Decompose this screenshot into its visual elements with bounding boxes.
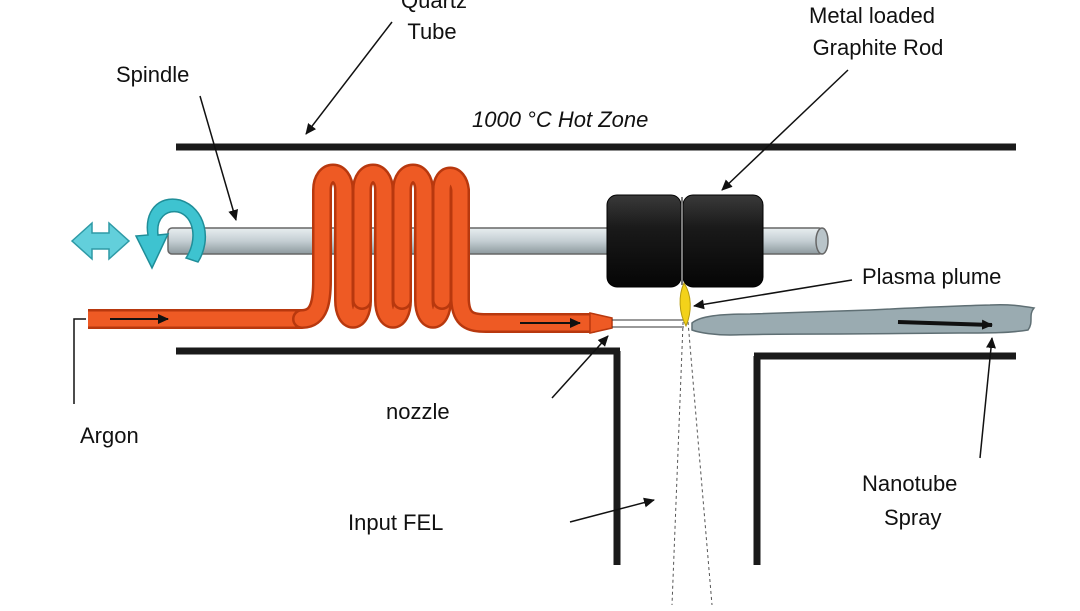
nozzle-label: nozzle [386,399,450,424]
nanotube-label-line1: Nanotube [862,471,957,496]
graphite-block-left [606,194,682,288]
nozzle-pointer [551,335,609,399]
plasma-plume [679,281,691,328]
graphite-block-right [682,194,764,288]
plume-pointer [693,279,853,310]
nanotube-spray [691,304,1036,336]
quartz-pointer [305,21,393,135]
fel-beam-right-edge [685,297,713,606]
graphite-label-line1: Metal loaded [809,3,935,28]
spray-flow-arrow [897,319,993,330]
argon-pointer [73,318,86,404]
argon-label: Argon [80,423,139,448]
plasma-plume-label: Plasma plume [862,264,1001,289]
pointer-lines [73,21,996,523]
double-arrow-icon [70,221,131,261]
fel-pointer [569,497,655,523]
quartz-tube [176,143,1016,565]
spindle-pointer [199,95,239,221]
hot-zone-label: 1000 °C Hot Zone [472,107,648,132]
input-fel-label: Input FEL [348,510,443,535]
graphite-rod [606,194,764,288]
spray-pointer [979,337,996,459]
nanotube-label-line2: Spray [884,505,941,530]
quartz-label-line2: Tube [407,19,456,44]
graphite-pointer [721,69,849,191]
fel-beam [671,297,713,606]
spindle-label: Spindle [116,62,189,87]
fel-beam-left-edge [671,297,685,606]
quartz-label-line1: Quartz [401,0,467,13]
rotation-arrow-icon [134,198,206,270]
spindle-rod-end [815,227,829,255]
nozzle-tip [589,312,613,334]
graphite-label-line2: Graphite Rod [813,35,944,60]
